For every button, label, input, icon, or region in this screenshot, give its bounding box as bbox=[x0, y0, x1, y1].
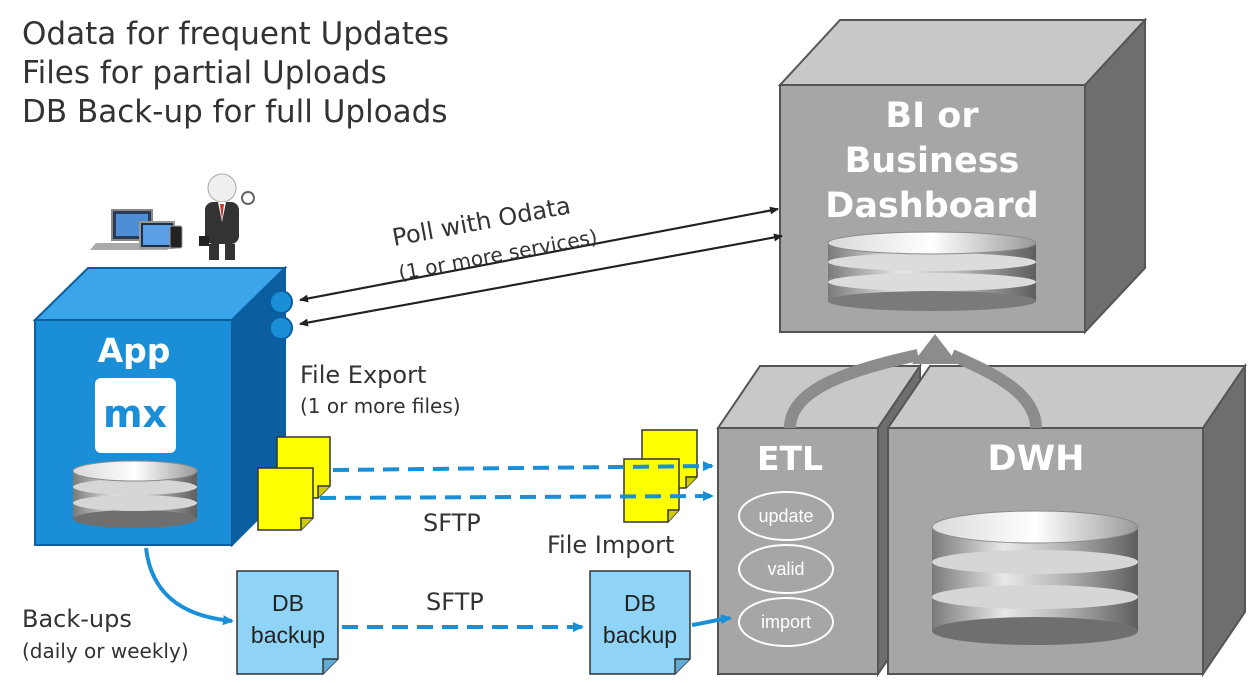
file-import-label: File Import bbox=[547, 531, 674, 559]
bi-database-icon bbox=[827, 231, 1037, 311]
import-files-document-icon bbox=[623, 429, 698, 523]
backup-import-arrow bbox=[691, 614, 732, 627]
etl-step-import: import bbox=[738, 597, 834, 647]
dwh-database-icon bbox=[931, 510, 1139, 645]
devices-icon bbox=[90, 209, 183, 250]
dwh-box: DWH bbox=[886, 362, 1247, 678]
sftp-files-label: SFTP bbox=[423, 509, 481, 537]
headline-line-2: Files for partial Uploads bbox=[22, 55, 387, 91]
sftp-file-arrows bbox=[319, 461, 714, 502]
file-export-sublabel: (1 or more files) bbox=[300, 394, 461, 418]
headline-line-1: Odata for frequent Updates bbox=[22, 16, 449, 52]
app-database-icon bbox=[72, 460, 198, 528]
odata-arrows bbox=[299, 206, 783, 327]
etl-step-import-label: import bbox=[761, 612, 811, 632]
backups-sublabel: (daily or weekly) bbox=[22, 639, 189, 663]
file-export-label: File Export bbox=[300, 361, 426, 389]
odata-port-2 bbox=[269, 316, 293, 340]
db-backup-left-line-2: backup bbox=[251, 622, 325, 648]
etl-step-valid: valid bbox=[738, 544, 834, 594]
sftp-backup-label: SFTP bbox=[426, 588, 484, 616]
bi-label-line-2: Business bbox=[845, 141, 1020, 181]
etl-step-valid-label: valid bbox=[767, 559, 804, 579]
backups-label: Back-ups bbox=[22, 605, 132, 633]
etl-step-update: update bbox=[738, 491, 834, 541]
mendix-logo-icon: mx bbox=[95, 378, 176, 453]
bi-dashboard-box: BI or Business Dashboard bbox=[777, 17, 1148, 335]
dwh-label: DWH bbox=[988, 439, 1085, 479]
backup-arrow bbox=[144, 547, 234, 626]
db-backup-left-line-1: DB bbox=[272, 590, 304, 616]
etl-label: ETL bbox=[757, 439, 823, 478]
export-files-document-icon bbox=[257, 436, 331, 531]
etl-dwh-to-bi-arrows bbox=[784, 334, 1042, 429]
db-backup-right-line-2: backup bbox=[603, 622, 677, 648]
app-label: App bbox=[98, 331, 171, 370]
odata-port-1 bbox=[269, 290, 293, 314]
headline-line-3: DB Back-up for full Uploads bbox=[22, 94, 448, 130]
etl-step-update-label: update bbox=[758, 506, 813, 526]
bi-label-line-3: Dashboard bbox=[825, 186, 1038, 226]
bi-label-line-1: BI or bbox=[885, 96, 979, 136]
mendix-logo-text: mx bbox=[103, 392, 167, 436]
app-box: App mx bbox=[32, 265, 293, 548]
db-backup-right-line-1: DB bbox=[624, 590, 656, 616]
businessman-icon bbox=[199, 173, 255, 260]
db-backup-left-document-icon: DB backup bbox=[236, 570, 339, 675]
db-backup-right-document-icon: DB backup bbox=[589, 570, 691, 675]
